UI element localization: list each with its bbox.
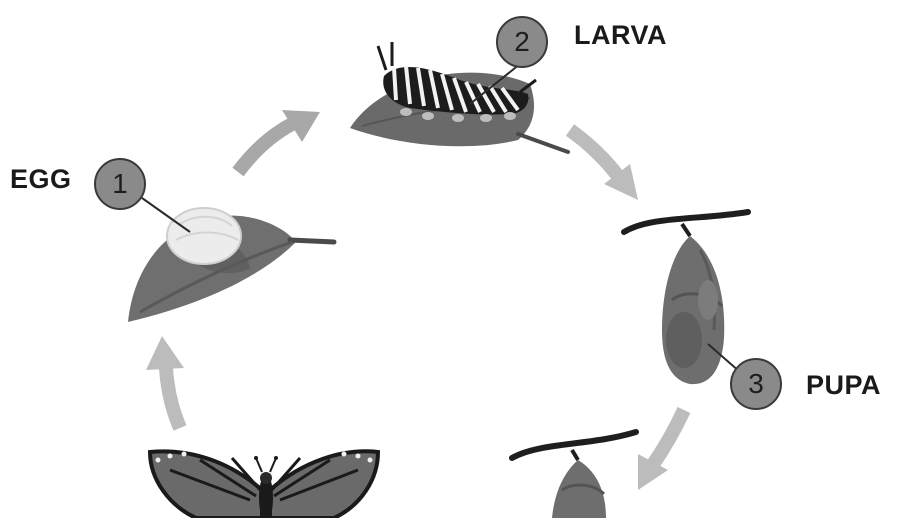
- stage-label-larva: LARVA: [574, 22, 667, 49]
- egg-leaf-illustration: [128, 208, 334, 322]
- arrow-adult-to-egg: [146, 336, 184, 428]
- arrow-egg-to-larva: [238, 110, 320, 172]
- stage-number-larva: 2: [496, 16, 548, 68]
- arrow-pupa-to-adult: [638, 410, 684, 490]
- stage-number-pupa: 3: [730, 358, 782, 410]
- stage-label-egg: EGG: [10, 166, 72, 193]
- arrow-larva-to-pupa: [570, 130, 638, 200]
- stage-number-egg: 1: [94, 158, 146, 210]
- stage-label-pupa: PUPA: [806, 372, 881, 399]
- emerging-pupa-illustration: [512, 432, 636, 518]
- pupa-illustration: [624, 212, 748, 384]
- adult-butterfly-illustration: [150, 451, 378, 518]
